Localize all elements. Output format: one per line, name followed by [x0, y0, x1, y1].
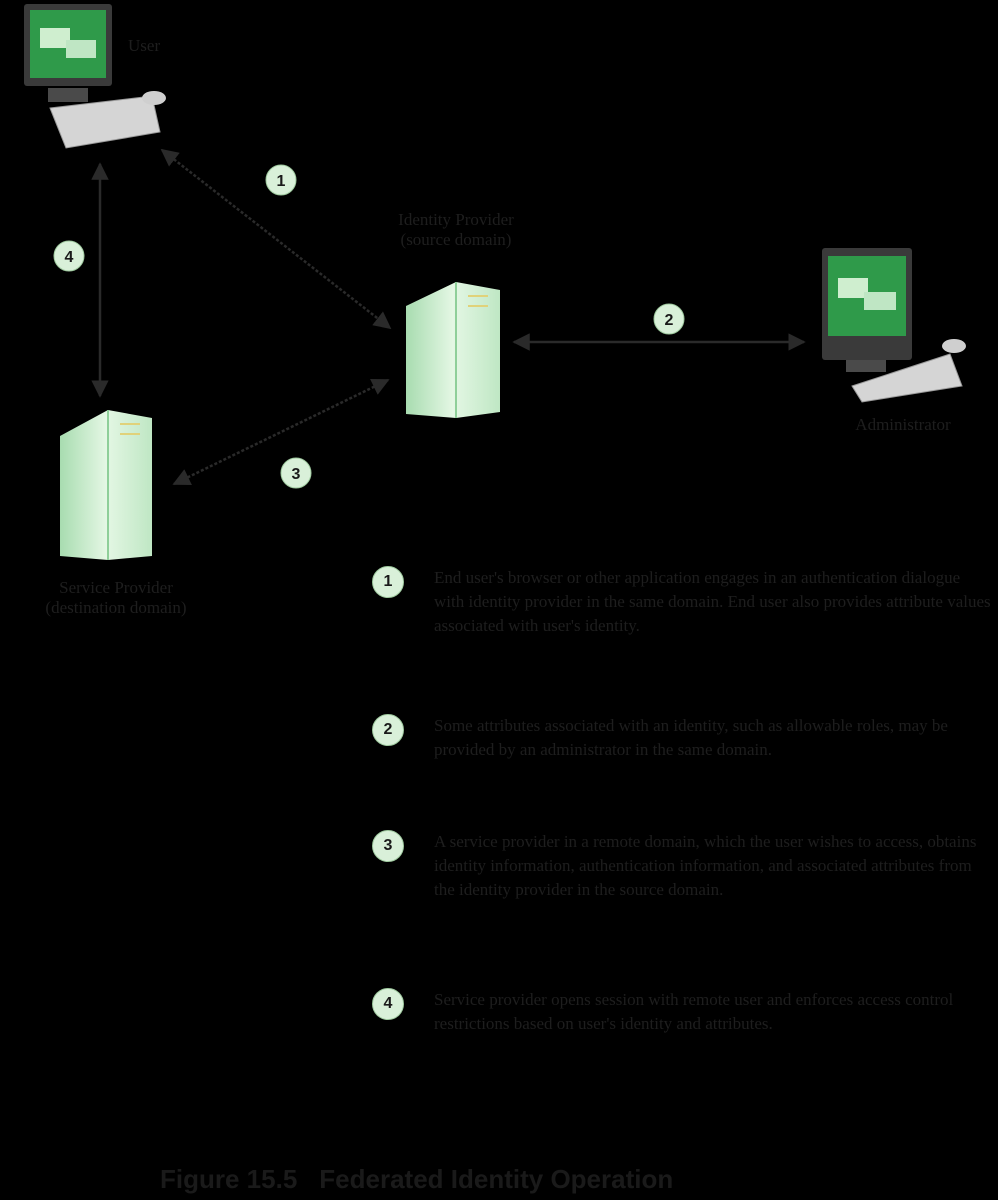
- administrator-label: Administrator: [855, 415, 951, 434]
- step-badge-1: 1: [265, 164, 297, 196]
- administrator-computer-icon: [822, 248, 966, 403]
- step-badge-4: 4: [53, 240, 85, 272]
- service-provider-subtitle: (destination domain): [45, 598, 187, 617]
- step-badge-3-label: 3: [292, 466, 301, 483]
- legend-text-2: Some attributes associated with an ident…: [434, 716, 948, 759]
- identity-provider-title: Identity Provider: [398, 210, 514, 229]
- identity-provider-subtitle: (source domain): [400, 230, 512, 249]
- figure-title: Federated Identity Operation: [319, 1164, 674, 1194]
- legend-text-1: End user's browser or other application …: [434, 568, 991, 635]
- legend-text-3: A service provider in a remote domain, w…: [434, 832, 977, 899]
- step-badge-4-label: 4: [65, 249, 74, 266]
- user-computer-icon: [24, 4, 166, 149]
- legend-badge-1: 1: [372, 566, 404, 598]
- step-badge-1-label: 1: [277, 173, 286, 190]
- step-badge-2: 2: [653, 303, 685, 335]
- step-badge-2-label: 2: [665, 312, 674, 329]
- identity-provider-label: Identity Provider (source domain): [336, 210, 576, 250]
- service-provider-server-icon: [60, 410, 152, 560]
- identity-provider-server-icon: [406, 282, 500, 418]
- legend-badge-3: 3: [372, 830, 404, 862]
- legend-text-4: Service provider opens session with remo…: [434, 990, 954, 1033]
- legend-badge-4: 4: [372, 988, 404, 1020]
- service-provider-title: Service Provider: [59, 578, 173, 597]
- legend-badge-2: 2: [372, 714, 404, 746]
- step-badge-3: 3: [280, 457, 312, 489]
- arrow-step-3: [172, 378, 390, 486]
- figure-caption: Figure 15.5 Federated Identity Operation: [160, 1164, 673, 1195]
- user-label: User: [128, 36, 161, 55]
- service-provider-label: Service Provider (destination domain): [0, 578, 232, 618]
- figure-number: Figure 15.5: [160, 1164, 298, 1194]
- arrow-step-1: [160, 148, 392, 330]
